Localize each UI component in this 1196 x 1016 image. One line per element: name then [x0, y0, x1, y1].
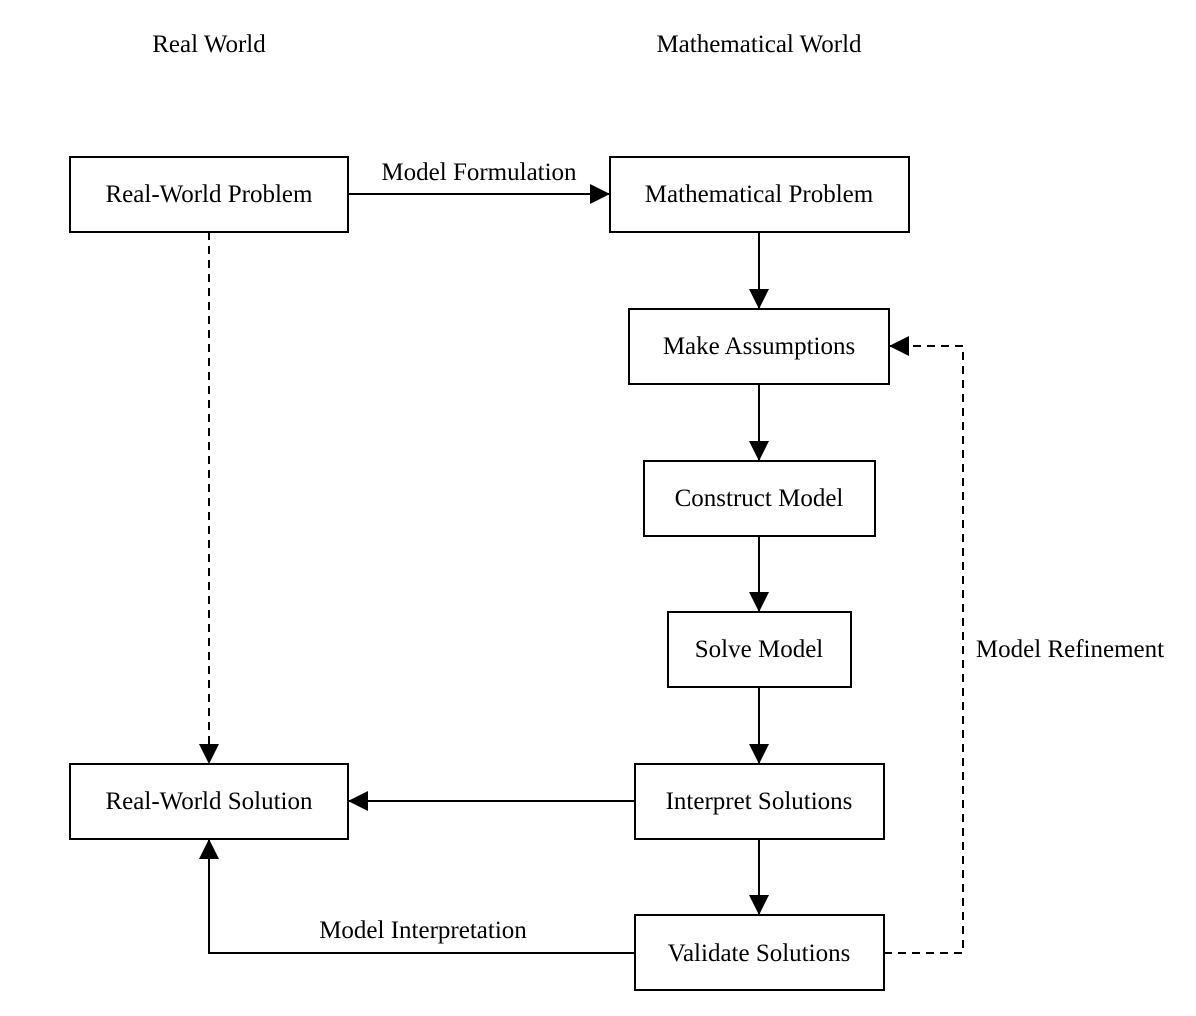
node-interpret-solutions: Interpret Solutions [634, 763, 885, 840]
node-mathematical-problem: Mathematical Problem [609, 156, 910, 233]
node-construct-model: Construct Model [643, 460, 876, 537]
header-real-world: Real World [152, 31, 266, 58]
node-construct-model-label: Construct Model [675, 485, 844, 512]
label-model-formulation: Model Formulation [381, 159, 577, 186]
node-interpret-solutions-label: Interpret Solutions [666, 788, 853, 815]
edge-refinement [884, 336, 964, 954]
node-real-world-problem-label: Real-World Problem [106, 181, 314, 208]
node-make-assumptions-label: Make Assumptions [663, 333, 855, 360]
node-real-world-solution: Real-World Solution [69, 763, 349, 840]
node-real-world-solution-label: Real-World Solution [106, 788, 313, 815]
node-solve-model-label: Solve Model [695, 636, 824, 663]
label-model-refinement: Model Refinement [976, 636, 1164, 663]
node-validate-solutions-label: Validate Solutions [668, 940, 851, 967]
node-real-world-problem: Real-World Problem [69, 156, 349, 233]
node-mathematical-problem-label: Mathematical Problem [645, 181, 874, 208]
edge-interpretation [199, 839, 635, 954]
node-solve-model: Solve Model [667, 611, 852, 688]
node-validate-solutions: Validate Solutions [634, 914, 885, 991]
node-make-assumptions: Make Assumptions [628, 308, 890, 385]
label-model-interpretation: Model Interpretation [319, 917, 527, 944]
header-mathematical-world: Mathematical World [656, 31, 862, 58]
